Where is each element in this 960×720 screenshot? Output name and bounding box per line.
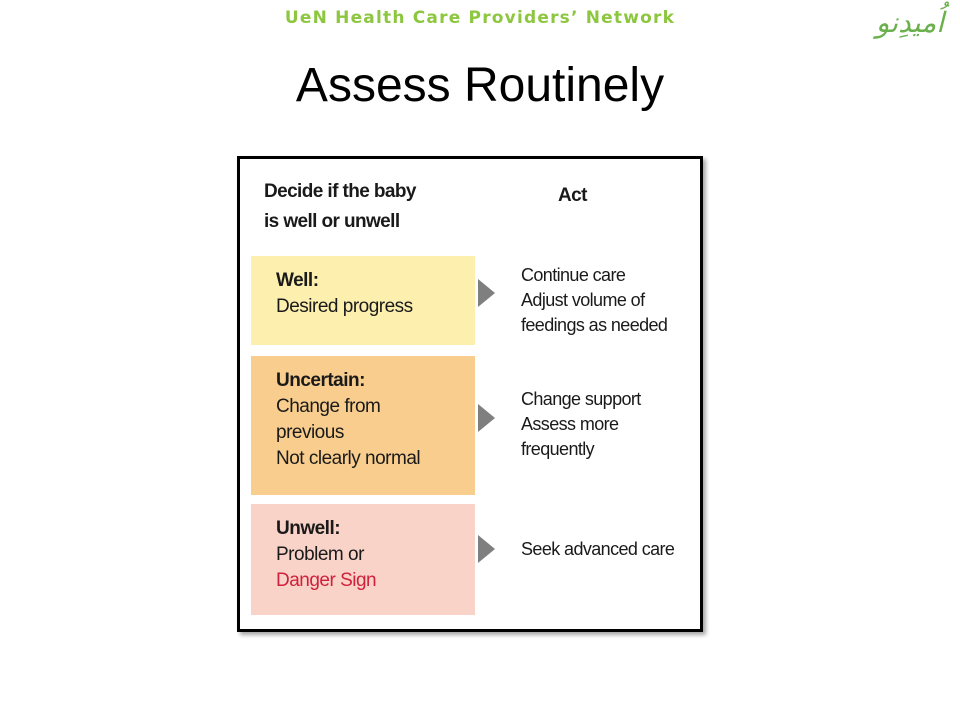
well-box: Well: Desired progress (251, 256, 475, 345)
logo: اُمیدِنو (875, 6, 944, 39)
well-label: Well: (276, 270, 319, 291)
uncertain-description-line: Change from (276, 396, 381, 417)
arrow-right-icon (478, 279, 495, 307)
arrow-right-icon (478, 404, 495, 432)
unwell-actions: Seek advanced care (521, 537, 691, 562)
well-action-line: Continue care (521, 265, 626, 285)
well-actions: Continue care Adjust volume of feedings … (521, 263, 691, 338)
unwell-action-line: Seek advanced care (521, 539, 675, 559)
network-title: UeN Health Care Providers’ Network (284, 8, 676, 28)
uncertain-action-line: Change support (521, 389, 641, 409)
decide-heading-line-1: Decide if the baby (264, 181, 416, 202)
decide-heading: Decide if the baby is well or unwell (264, 177, 464, 237)
uncertain-description-line: previous (276, 422, 344, 443)
arrow-right-icon (478, 535, 495, 563)
well-action-line: Adjust volume of (521, 290, 645, 310)
uncertain-box: Uncertain: Change from previous Not clea… (251, 356, 475, 495)
well-description: Desired progress (276, 296, 413, 317)
danger-sign-text: Danger Sign (276, 570, 377, 591)
decide-heading-line-2: is well or unwell (264, 211, 400, 232)
well-action-line: feedings as needed (521, 315, 668, 335)
uncertain-action-line: frequently (521, 439, 595, 459)
uncertain-description-line: Not clearly normal (276, 448, 421, 469)
uncertain-action-line: Assess more (521, 414, 619, 434)
act-heading: Act (558, 185, 587, 206)
uncertain-label: Uncertain: (276, 370, 365, 391)
assessment-card: Decide if the baby is well or unwell Act… (237, 156, 703, 632)
slide-title: Assess Routinely (295, 59, 665, 112)
unwell-description-line: Problem or (276, 544, 364, 565)
unwell-box: Unwell: Problem or Danger Sign (251, 504, 475, 615)
unwell-label: Unwell: (276, 518, 341, 539)
uncertain-actions: Change support Assess more frequently (521, 387, 691, 462)
